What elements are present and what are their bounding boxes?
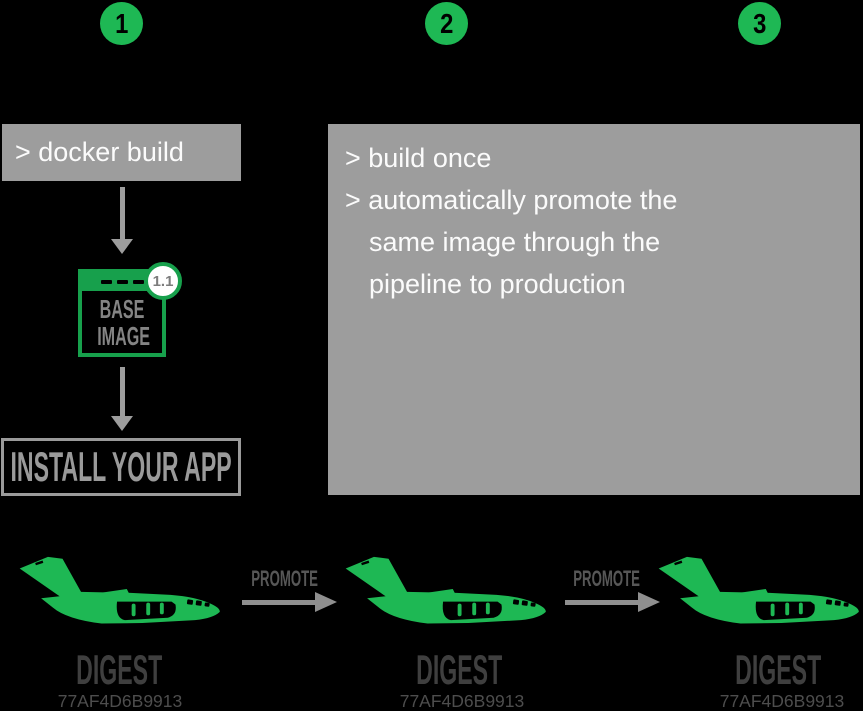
step-2-badge: 2 xyxy=(425,2,468,45)
titlebar-dash-icon xyxy=(100,280,112,284)
step-3-number: 3 xyxy=(752,7,767,39)
docker-build-command: > docker build xyxy=(15,137,184,167)
flow-down-arrow-icon xyxy=(111,367,133,431)
titlebar-dash-icon xyxy=(132,280,144,284)
arrow-stem xyxy=(565,599,638,605)
image-version-badge: 1.1 xyxy=(144,262,182,300)
digest-label-text: DIGEST xyxy=(415,646,502,693)
digest-hash: 77AF4D6B9913 xyxy=(399,691,525,711)
digest-label: DIGEST xyxy=(698,646,858,694)
base-image-title: BASE IMAGE xyxy=(82,296,162,350)
docker-build-command-box: > docker build xyxy=(2,124,241,181)
promote-arrow-icon xyxy=(242,592,337,612)
digest-label: DIGEST xyxy=(39,646,199,694)
base-image-title-line2: IMAGE xyxy=(97,321,151,351)
titlebar-dash-icon xyxy=(116,280,128,284)
arrow-stem xyxy=(119,367,125,416)
panel-line: same image through the xyxy=(369,227,661,257)
arrow-head xyxy=(638,592,660,612)
digest-label-text: DIGEST xyxy=(734,646,821,693)
image-version: 1.1 xyxy=(152,272,174,290)
step-3-badge: 3 xyxy=(738,2,781,45)
install-your-app-label: INSTALL YOUR APP xyxy=(10,443,232,490)
step-2-number: 2 xyxy=(439,7,454,39)
arrow-head xyxy=(111,239,133,254)
flow-down-arrow-icon xyxy=(111,187,133,254)
arrow-head xyxy=(111,416,133,431)
panel-line: > build once xyxy=(345,143,492,173)
step-1-badge: 1 xyxy=(100,2,143,45)
install-your-app-box: INSTALL YOUR APP xyxy=(1,438,241,496)
step-1-number: 1 xyxy=(114,7,129,39)
promote-label: PROMOTE xyxy=(551,566,651,592)
arrow-head xyxy=(315,592,337,612)
build-once-panel: > build once > automatically promote the… xyxy=(328,124,860,495)
promote-label-text: PROMOTE xyxy=(251,566,318,591)
panel-line: pipeline to production xyxy=(369,269,626,299)
arrow-stem xyxy=(242,599,315,605)
digest-hash: 77AF4D6B9913 xyxy=(57,691,183,711)
base-image-title-line1: BASE xyxy=(99,294,145,324)
promote-label: PROMOTE xyxy=(229,566,329,592)
digest-label-text: DIGEST xyxy=(75,646,162,693)
image-plane-icon xyxy=(658,556,859,624)
promote-arrow-icon xyxy=(565,592,660,612)
digest-label: DIGEST xyxy=(379,646,539,694)
arrow-stem xyxy=(119,187,125,239)
image-plane-icon xyxy=(19,556,220,624)
panel-line: > automatically promote the xyxy=(345,185,678,215)
digest-hash: 77AF4D6B9913 xyxy=(719,691,845,711)
image-plane-icon xyxy=(345,556,546,624)
promote-label-text: PROMOTE xyxy=(573,566,640,591)
window-titlebar xyxy=(82,273,162,291)
